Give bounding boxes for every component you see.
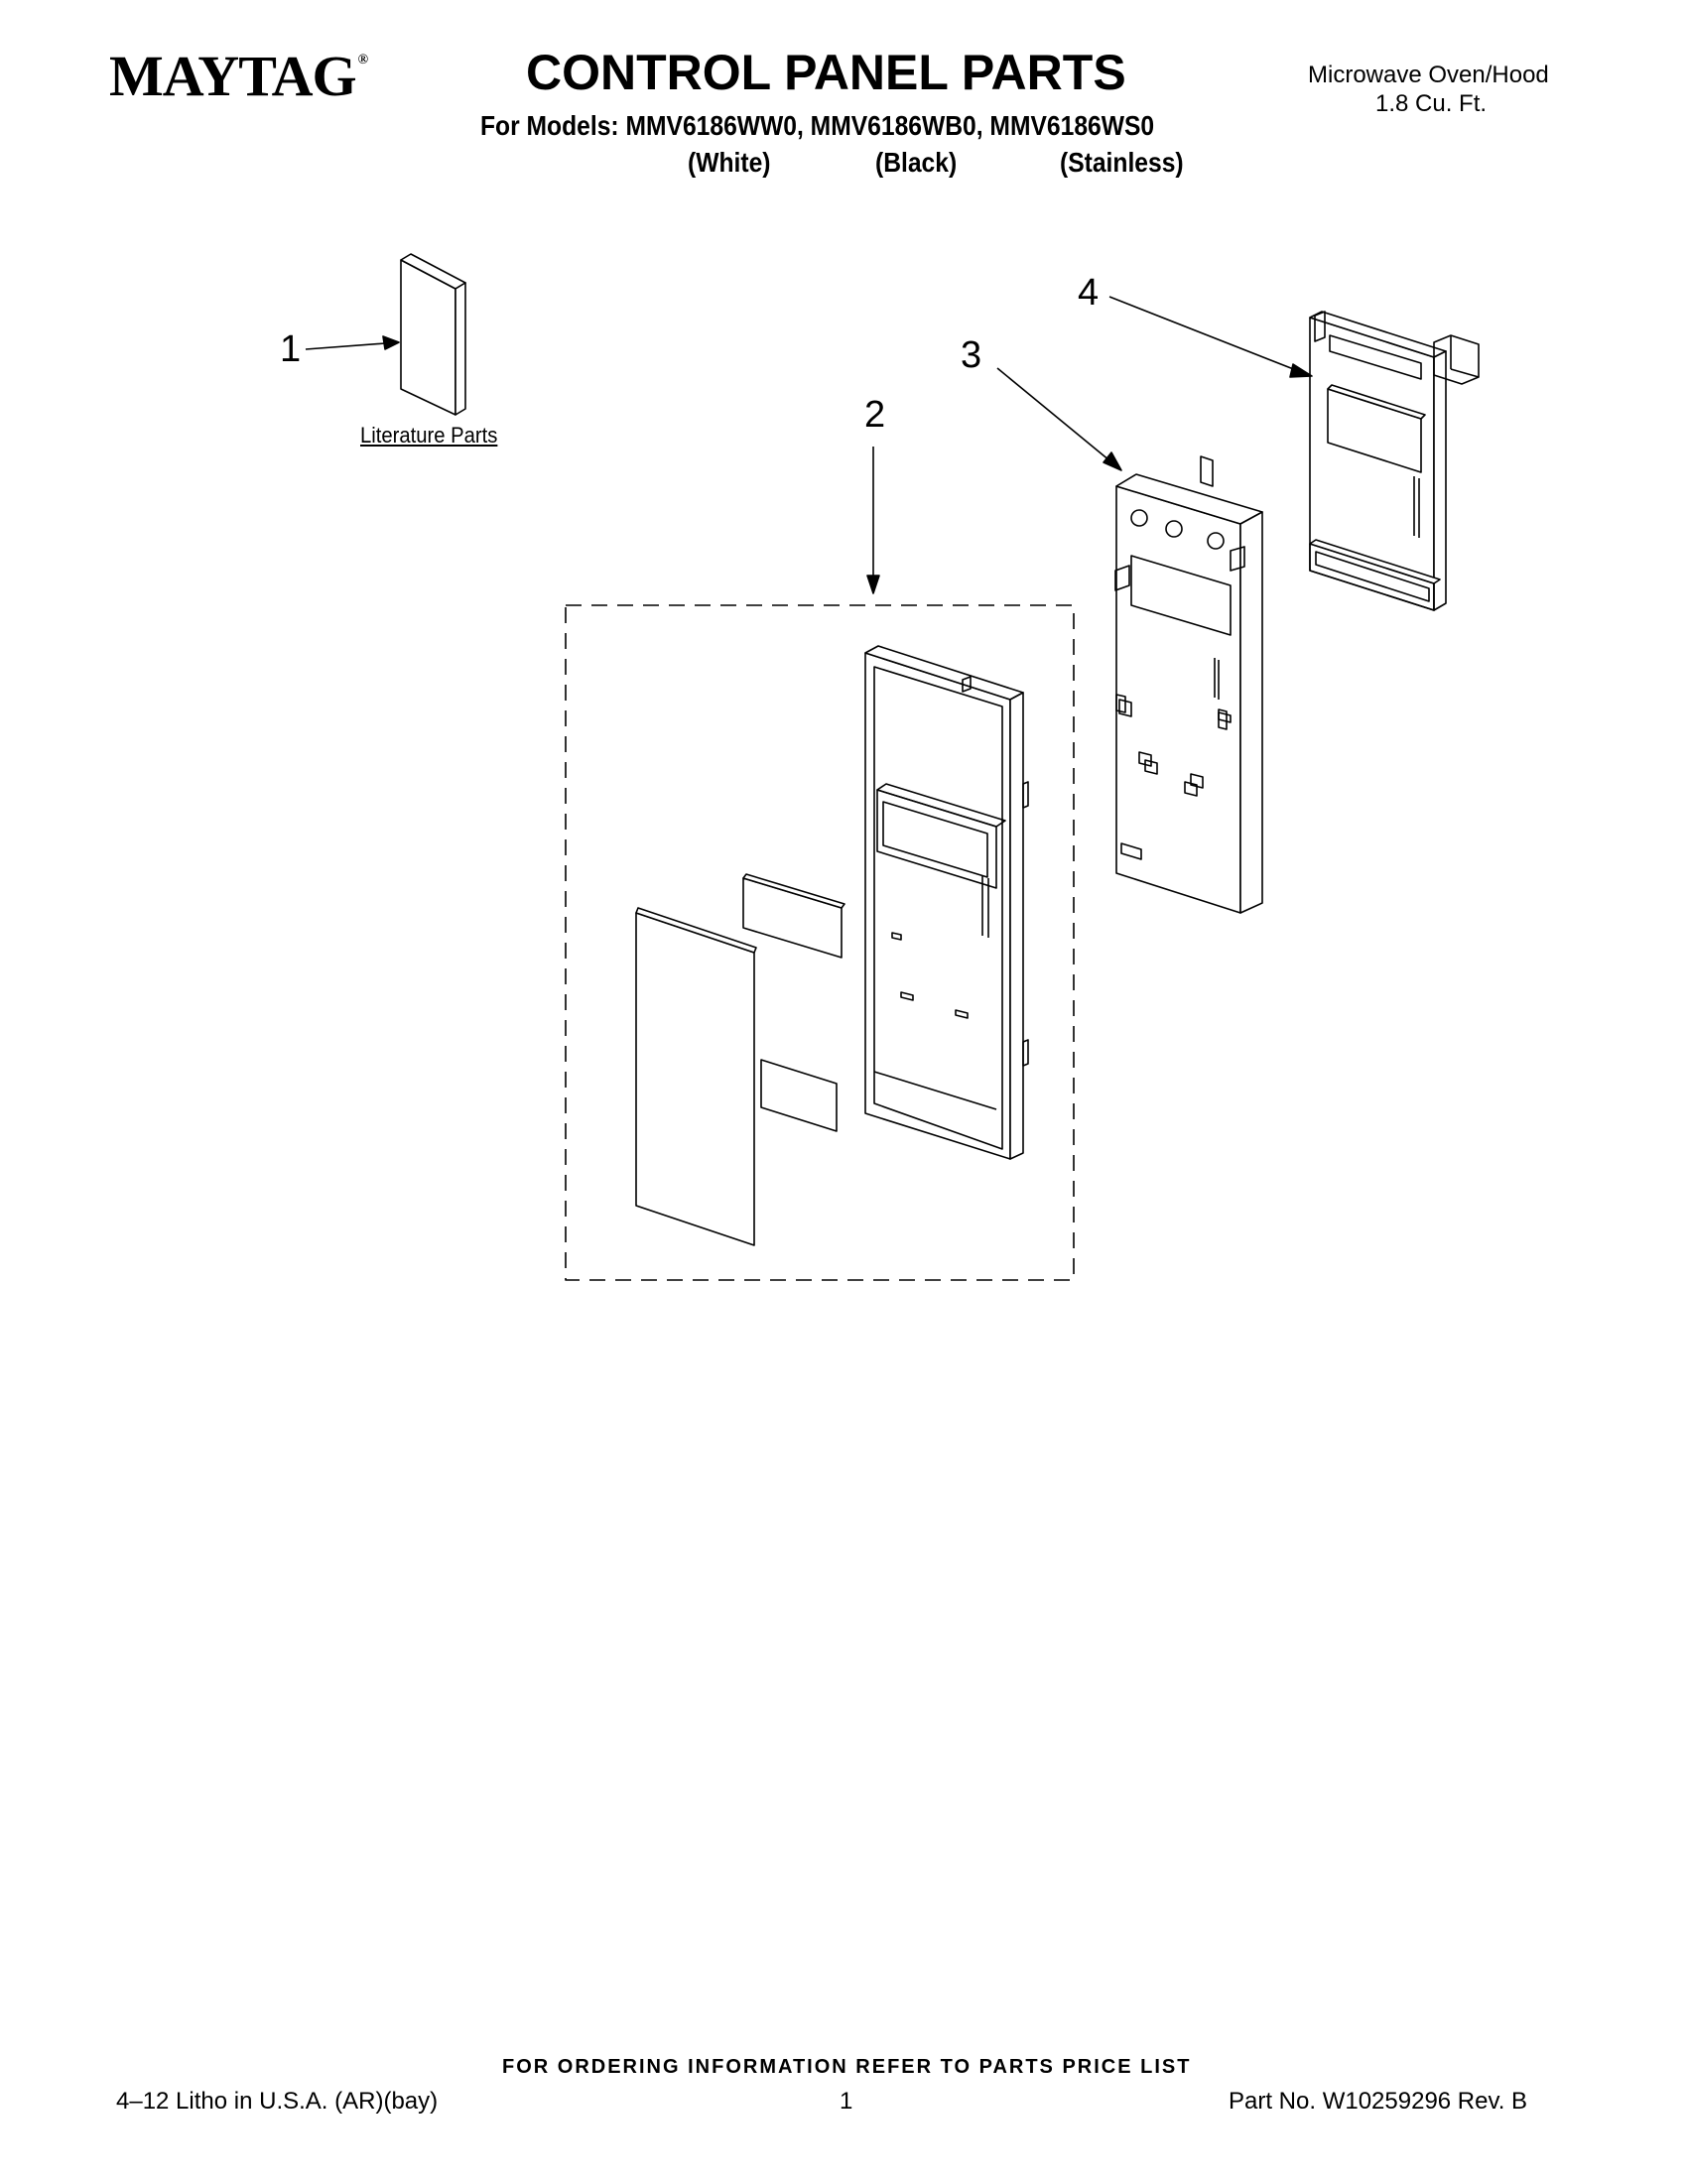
literature-parts-label: Literature Parts — [360, 423, 498, 448]
panel-label — [760, 1059, 838, 1132]
ordering-note: FOR ORDERING INFORMATION REFER TO PARTS … — [502, 2056, 1192, 2078]
control-panel-frame — [864, 645, 1029, 1160]
display-window — [742, 873, 845, 959]
leader-line-2 — [866, 447, 880, 594]
leader-line-3 — [996, 367, 1122, 471]
assembly-boundary — [565, 604, 1075, 1281]
brand-logo: MAYTAG® — [109, 48, 369, 105]
literature-booklet — [400, 253, 466, 416]
product-type: Microwave Oven/Hood — [1308, 62, 1549, 88]
page-title: CONTROL PANEL PARTS — [526, 45, 1126, 100]
callout-4: 4 — [1078, 272, 1099, 314]
finish-stainless: (Stainless) — [1060, 147, 1184, 178]
callout-2: 2 — [864, 394, 885, 436]
finish-black: (Black) — [875, 147, 958, 178]
print-info: 4‒12 Litho in U.S.A. (AR)(bay) — [116, 2088, 439, 2115]
control-panel-backing — [1114, 455, 1263, 914]
brand-name: MAYTAG — [109, 44, 357, 108]
page-number: 1 — [840, 2088, 853, 2115]
part-number: Part No. W10259296 Rev. B — [1229, 2088, 1528, 2115]
product-capacity: 1.8 Cu. Ft. — [1375, 90, 1488, 117]
callout-1: 1 — [280, 328, 301, 370]
keypad-overlay — [635, 907, 757, 1246]
callout-3: 3 — [961, 334, 981, 376]
models-line: For Models: MMV6186WW0, MMV6186WB0, MMV6… — [480, 110, 1155, 141]
circuit-board-assembly — [1309, 311, 1480, 611]
finish-white: (White) — [688, 147, 771, 178]
leader-line-1 — [305, 335, 400, 350]
leader-line-4 — [1108, 296, 1313, 378]
registered-mark: ® — [357, 53, 369, 67]
